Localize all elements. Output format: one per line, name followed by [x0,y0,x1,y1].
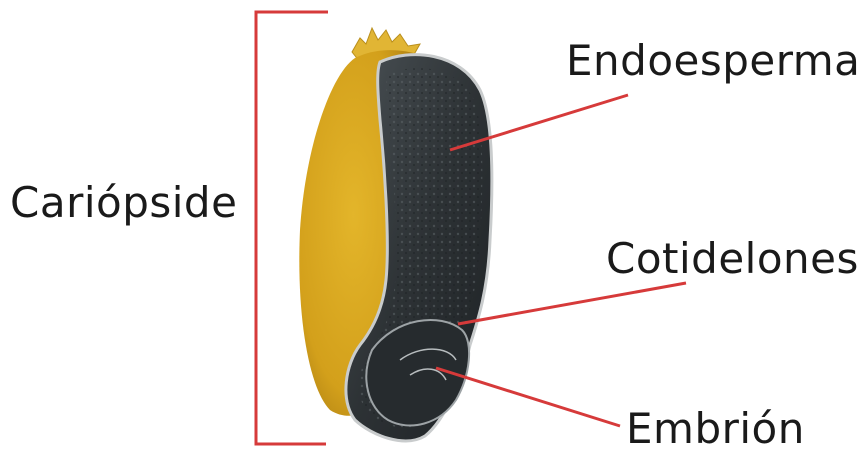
endosperma-label: Endoesperma [566,40,860,82]
embrion-leader [436,368,620,426]
cotiledones-label: Cotidelones [606,238,859,280]
cariopside-label: Cariópside [10,182,237,224]
embrion-label: Embrión [626,408,805,450]
cotiledones-leader [458,283,686,324]
